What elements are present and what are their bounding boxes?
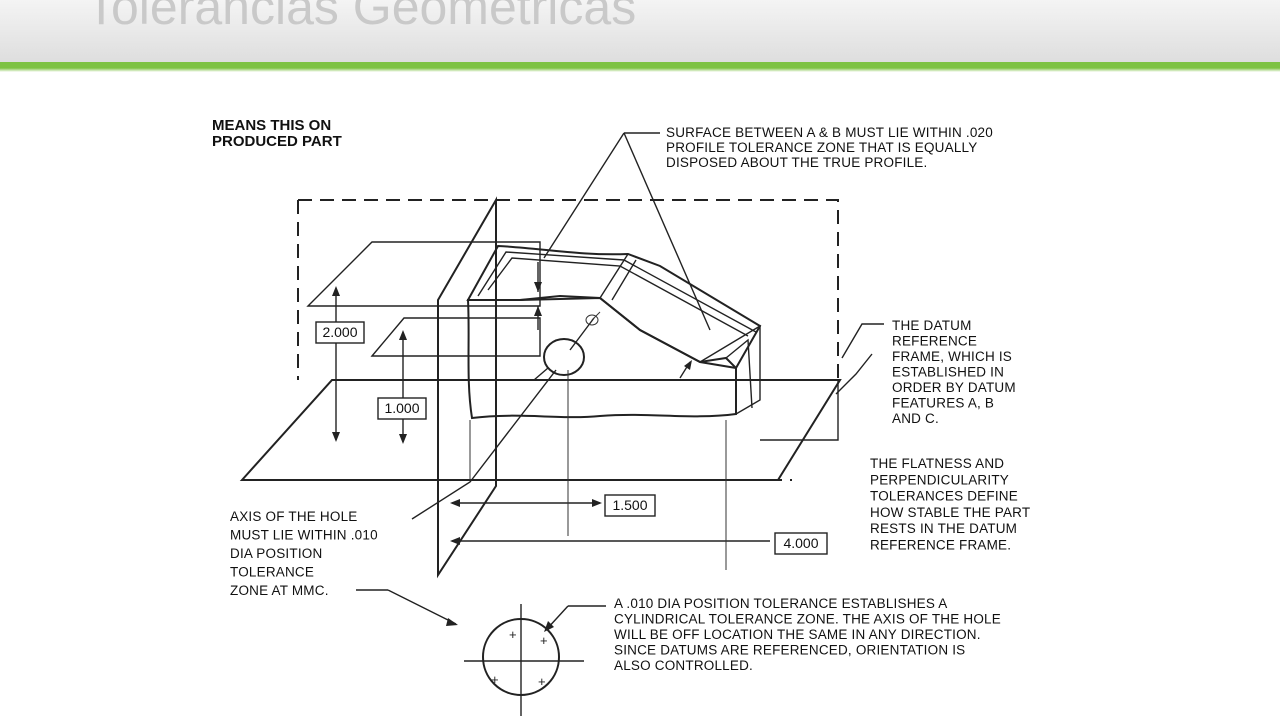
label-line: ESTABLISHED IN	[892, 365, 1004, 380]
dim-box-4000: 4.000	[774, 532, 828, 555]
dim-box-1500: 1.500	[604, 494, 656, 517]
label-line: THE FLATNESS AND	[870, 456, 1004, 471]
label-line: DIA POSITION	[230, 546, 322, 561]
label-line: PROFILE TOLERANCE ZONE THAT IS EQUALLY	[666, 140, 977, 155]
svg-text:+: +	[540, 633, 548, 648]
label-line: ZONE AT MMC.	[230, 583, 329, 598]
datum-plane-a	[239, 379, 842, 481]
label-line: TOLERANCES DEFINE	[870, 489, 1018, 504]
plane-2000	[306, 241, 541, 307]
leader-lines	[356, 132, 884, 632]
label-line: WILL BE OFF LOCATION THE SAME IN ANY DIR…	[614, 627, 981, 642]
label-line: AND C.	[892, 411, 939, 426]
datum-plane-c	[437, 196, 497, 579]
label-line: AXIS OF THE HOLE	[230, 509, 357, 524]
label-line: THE DATUM	[892, 318, 972, 333]
label-line: A .010 DIA POSITION TOLERANCE ESTABLISHE…	[614, 596, 947, 611]
datum-plane-b	[297, 199, 839, 380]
produced-part	[466, 244, 762, 420]
slide-header: Tolerancias Geométricas	[0, 0, 1280, 62]
svg-text:2.000: 2.000	[322, 324, 357, 340]
label-line: SINCE DATUMS ARE REFERENCED, ORIENTATION…	[614, 643, 965, 658]
position-tolerance-zone-symbol: + + + +	[464, 604, 584, 716]
label-line: REFERENCE	[892, 334, 977, 349]
label-line: HOW STABLE THE PART	[870, 505, 1030, 520]
label-line: PERPENDICULARITY	[870, 472, 1009, 487]
dim-box-2000: 2.000	[315, 321, 365, 344]
label-line: FRAME, WHICH IS	[892, 349, 1012, 364]
position-tolerance-note: A .010 DIA POSITION TOLERANCE ESTABLISHE…	[614, 596, 1001, 673]
svg-text:+: +	[509, 627, 517, 642]
label-line: FEATURES A, B	[892, 396, 994, 411]
slide-title: Tolerancias Geométricas	[86, 0, 637, 35]
svg-text:4.000: 4.000	[783, 535, 818, 551]
svg-text:1.000: 1.000	[384, 400, 419, 416]
label-line: PRODUCED PART	[212, 133, 342, 150]
dim-box-1000: 1.000	[377, 397, 427, 420]
dimension-lines	[332, 262, 770, 570]
profile-tolerance-note: SURFACE BETWEEN A & B MUST LIE WITHIN .0…	[666, 125, 993, 170]
label-line: MUST LIE WITHIN .010	[230, 528, 378, 543]
label-line: RESTS IN THE DATUM	[870, 521, 1017, 536]
label-line: ORDER BY DATUM	[892, 380, 1016, 395]
label-line: DISPOSED ABOUT THE TRUE PROFILE.	[666, 155, 927, 170]
label-line: ALSO CONTROLLED.	[614, 658, 753, 673]
label-line: CYLINDRICAL TOLERANCE ZONE. THE AXIS OF …	[614, 612, 1001, 627]
plane-1000	[370, 317, 541, 357]
svg-text:1.500: 1.500	[612, 497, 647, 513]
label-line: TOLERANCE	[230, 565, 314, 580]
label-line: REFERENCE FRAME.	[870, 538, 1011, 553]
svg-text:+: +	[491, 672, 499, 687]
label-line: SURFACE BETWEEN A & B MUST LIE WITHIN .0…	[666, 125, 993, 140]
accent-bar	[0, 62, 1280, 72]
svg-text:+: +	[538, 674, 546, 689]
label-line: MEANS THIS ON	[212, 117, 331, 134]
